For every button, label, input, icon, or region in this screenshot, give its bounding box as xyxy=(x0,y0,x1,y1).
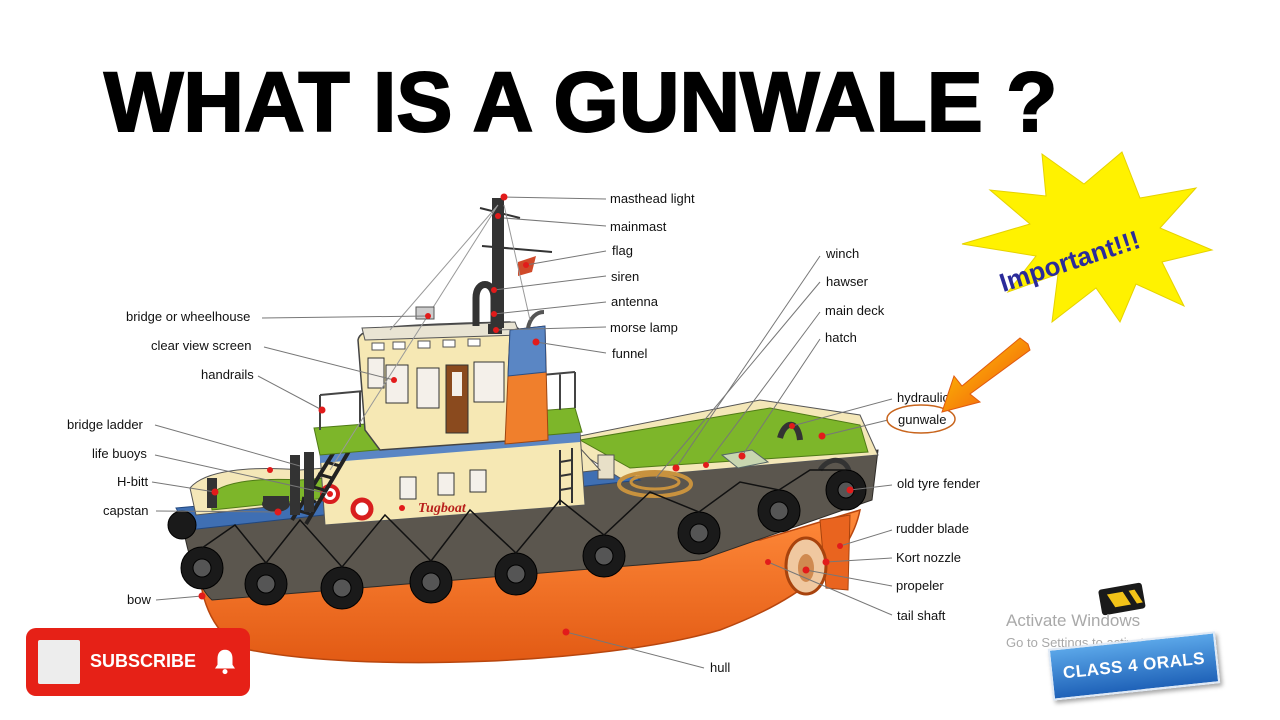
label-capstan: capstan xyxy=(103,503,149,518)
label-bridge-ladder: bridge ladder xyxy=(67,417,144,432)
label-funnel: funnel xyxy=(612,346,648,361)
page-title: WHAT IS A GUNWALE ? xyxy=(103,55,1058,149)
label-masthead-light: masthead light xyxy=(610,191,695,206)
h-bitt xyxy=(290,455,300,515)
label-old-tyre-fender: old tyre fender xyxy=(897,476,981,491)
boat-name: Tugboat xyxy=(418,501,467,516)
subscribe-button[interactable]: SUBSCRIBE xyxy=(26,628,250,696)
winch xyxy=(597,454,615,480)
label-bridge-or-wheelhouse: bridge or wheelhouse xyxy=(126,309,250,324)
part-labels: masthead light mainmast flag siren anten… xyxy=(67,191,981,675)
label-hawser: hawser xyxy=(826,274,869,289)
label-propeler: propeler xyxy=(896,578,944,593)
class4-logo-icon xyxy=(1098,582,1146,616)
funnel-exhaust xyxy=(526,310,545,329)
label-hydraulic: hydraulic xyxy=(897,390,950,405)
activate-windows-watermark-title: Activate Windows xyxy=(1006,611,1141,630)
subscribe-label: SUBSCRIBE xyxy=(90,651,197,671)
label-winch: winch xyxy=(825,246,859,261)
hawser-coil xyxy=(617,470,693,498)
pointing-arrow xyxy=(941,337,1031,413)
subscribe-thumbnail xyxy=(38,640,80,684)
life-buoy xyxy=(350,497,374,521)
label-flag: flag xyxy=(612,243,633,258)
siren xyxy=(472,281,498,326)
label-tail-shaft: tail shaft xyxy=(897,608,946,623)
label-antenna: antenna xyxy=(611,294,659,309)
leader-lines xyxy=(151,196,893,669)
important-starburst: Important!!! xyxy=(961,151,1214,324)
label-rudder-blade: rudder blade xyxy=(896,521,969,536)
label-mainmast: mainmast xyxy=(610,219,667,234)
tyre-fenders xyxy=(167,469,867,610)
label-kort-nozzle: Kort nozzle xyxy=(896,550,961,565)
callout-dots xyxy=(198,193,854,636)
main-deck-surface xyxy=(578,407,869,469)
label-bow: bow xyxy=(127,592,151,607)
label-hull: hull xyxy=(710,660,730,675)
label-h-bitt: H-bitt xyxy=(117,474,148,489)
label-hatch: hatch xyxy=(825,330,857,345)
gunwale-highlight-circle xyxy=(886,404,956,434)
label-morse-lamp: morse lamp xyxy=(610,320,678,335)
label-main-deck: main deck xyxy=(825,303,885,318)
hatch xyxy=(720,449,770,469)
hull-upper xyxy=(179,449,879,601)
label-life-buoys: life buoys xyxy=(92,446,147,461)
label-clear-view-screen: clear view screen xyxy=(151,338,251,353)
label-siren: siren xyxy=(611,269,639,284)
class4-orals-label: CLASS 4 ORALS xyxy=(1062,648,1206,683)
tugboat: Tugboat xyxy=(167,198,879,664)
label-gunwale: gunwale xyxy=(898,412,946,427)
bell-icon xyxy=(215,649,235,675)
label-handrails: handrails xyxy=(201,367,254,382)
